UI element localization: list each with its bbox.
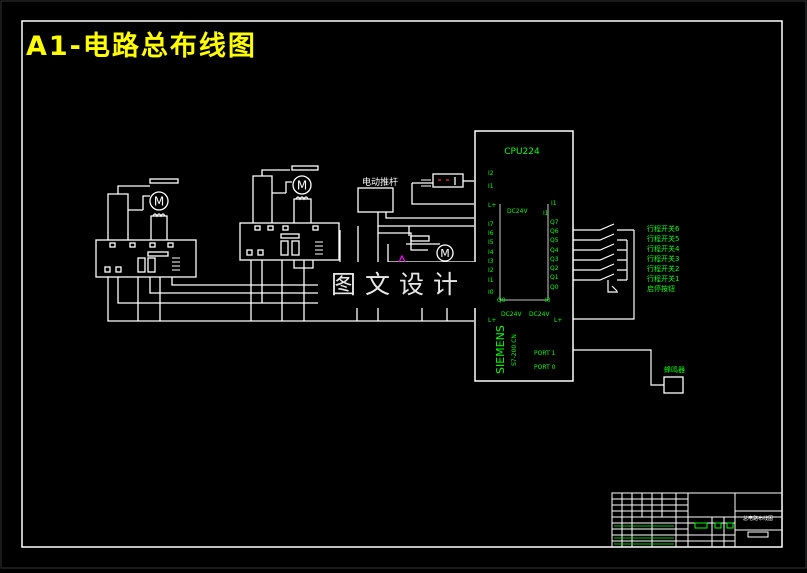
plc-output-label: Q1	[550, 274, 559, 281]
plc-input-label: Q0	[497, 297, 506, 304]
watermark: 图文设计	[318, 262, 480, 308]
plc-output-label: Q5	[550, 237, 559, 244]
plc-output-label: Q0	[550, 284, 559, 291]
limit-switch-label: 行程开关4	[647, 244, 680, 253]
driver-board-2	[239, 222, 340, 261]
plc-output-label: I1	[543, 210, 549, 217]
plc-input-label: I1	[488, 277, 494, 284]
plc-input-label: I6	[488, 230, 494, 237]
plc-output-label: Q6	[550, 228, 559, 235]
plc-input-label: L+	[488, 202, 496, 209]
buzzer-label: 蜂鸣器	[664, 365, 685, 374]
plc-output-label: I1	[551, 200, 557, 207]
drive-pusher-label: 电动推杆	[362, 176, 398, 188]
plc-input-label: I3	[488, 258, 494, 265]
plc-m-label: DC24V	[529, 311, 550, 318]
plc-model: CPU224	[504, 147, 540, 157]
plc-output-label: Q3	[550, 256, 559, 263]
plc-output-label: I0	[545, 297, 551, 304]
plc-left-terminals: I2 I1 L+ I7 I6 I5 I4 I3 I2 I1 I0 Q0	[488, 170, 506, 304]
plc-series: S7-200 CN	[511, 334, 518, 366]
title-block-name: 总电路布线图	[743, 515, 773, 522]
motor-2: M	[292, 175, 312, 195]
plc-output-label: Q2	[550, 265, 559, 272]
plc-lplus-bottom: L+	[488, 317, 496, 324]
plc-m-label: DC24V	[501, 311, 522, 318]
diode-marker	[398, 254, 406, 263]
plc-output-label: Q7	[550, 219, 559, 226]
plc-port1: PORT 1	[534, 350, 556, 357]
drawing-title: A1-电路总布线图	[26, 31, 257, 62]
motor-2-wiring	[252, 165, 319, 269]
plc-input-label: I4	[488, 249, 494, 256]
motor-1: M	[149, 191, 169, 211]
plc-output-label: Q4	[550, 247, 559, 254]
limit-switch-label: 行程开关3	[647, 254, 679, 263]
drawing-frame	[21, 20, 783, 548]
motor-2-symbol: M	[297, 179, 307, 193]
buzzer-box	[663, 376, 684, 394]
relay-switch	[411, 173, 474, 205]
plc-body	[474, 130, 574, 382]
plc-lplus-right: L+	[554, 317, 562, 324]
plc-port0: PORT 0	[534, 364, 556, 371]
motor-3: M	[436, 244, 454, 262]
driver-board-1	[95, 239, 197, 278]
plc-dc-label: DC24V	[507, 208, 528, 215]
drive-pusher	[357, 187, 474, 270]
title-block	[611, 492, 783, 548]
limit-switch-label: 行程开关6	[647, 224, 680, 233]
plc-input-label: I7	[488, 221, 494, 228]
limit-switch-labels: 行程开关6 行程开关5 行程开关4 行程开关3 行程开关2 行程开关1 启停按钮	[647, 224, 680, 293]
plc-input-label: I2	[488, 170, 494, 177]
plc-brand: SIEMENS	[494, 325, 507, 374]
limit-switch-wiring	[573, 223, 664, 386]
limit-switch-label: 行程开关2	[647, 264, 679, 273]
plc-input-label: I2	[488, 267, 494, 274]
limit-switch-label: 行程开关1	[647, 274, 679, 283]
motor-1-wiring	[107, 178, 179, 240]
motor-1-symbol: M	[154, 195, 164, 209]
motor-3-symbol: M	[440, 247, 450, 260]
plc-input-label: I1	[488, 183, 494, 190]
limit-switch-label: 行程开关5	[647, 234, 679, 243]
plc-input-label: I5	[488, 239, 494, 246]
plc-input-label: I0	[488, 289, 494, 296]
plc-right-terminals: I1 I1 Q7 Q6 Q5 Q4 Q3 Q2 Q1 Q0 I0	[543, 200, 559, 304]
limit-switch-label: 启停按钮	[647, 284, 675, 293]
bus-wiring	[107, 230, 474, 322]
